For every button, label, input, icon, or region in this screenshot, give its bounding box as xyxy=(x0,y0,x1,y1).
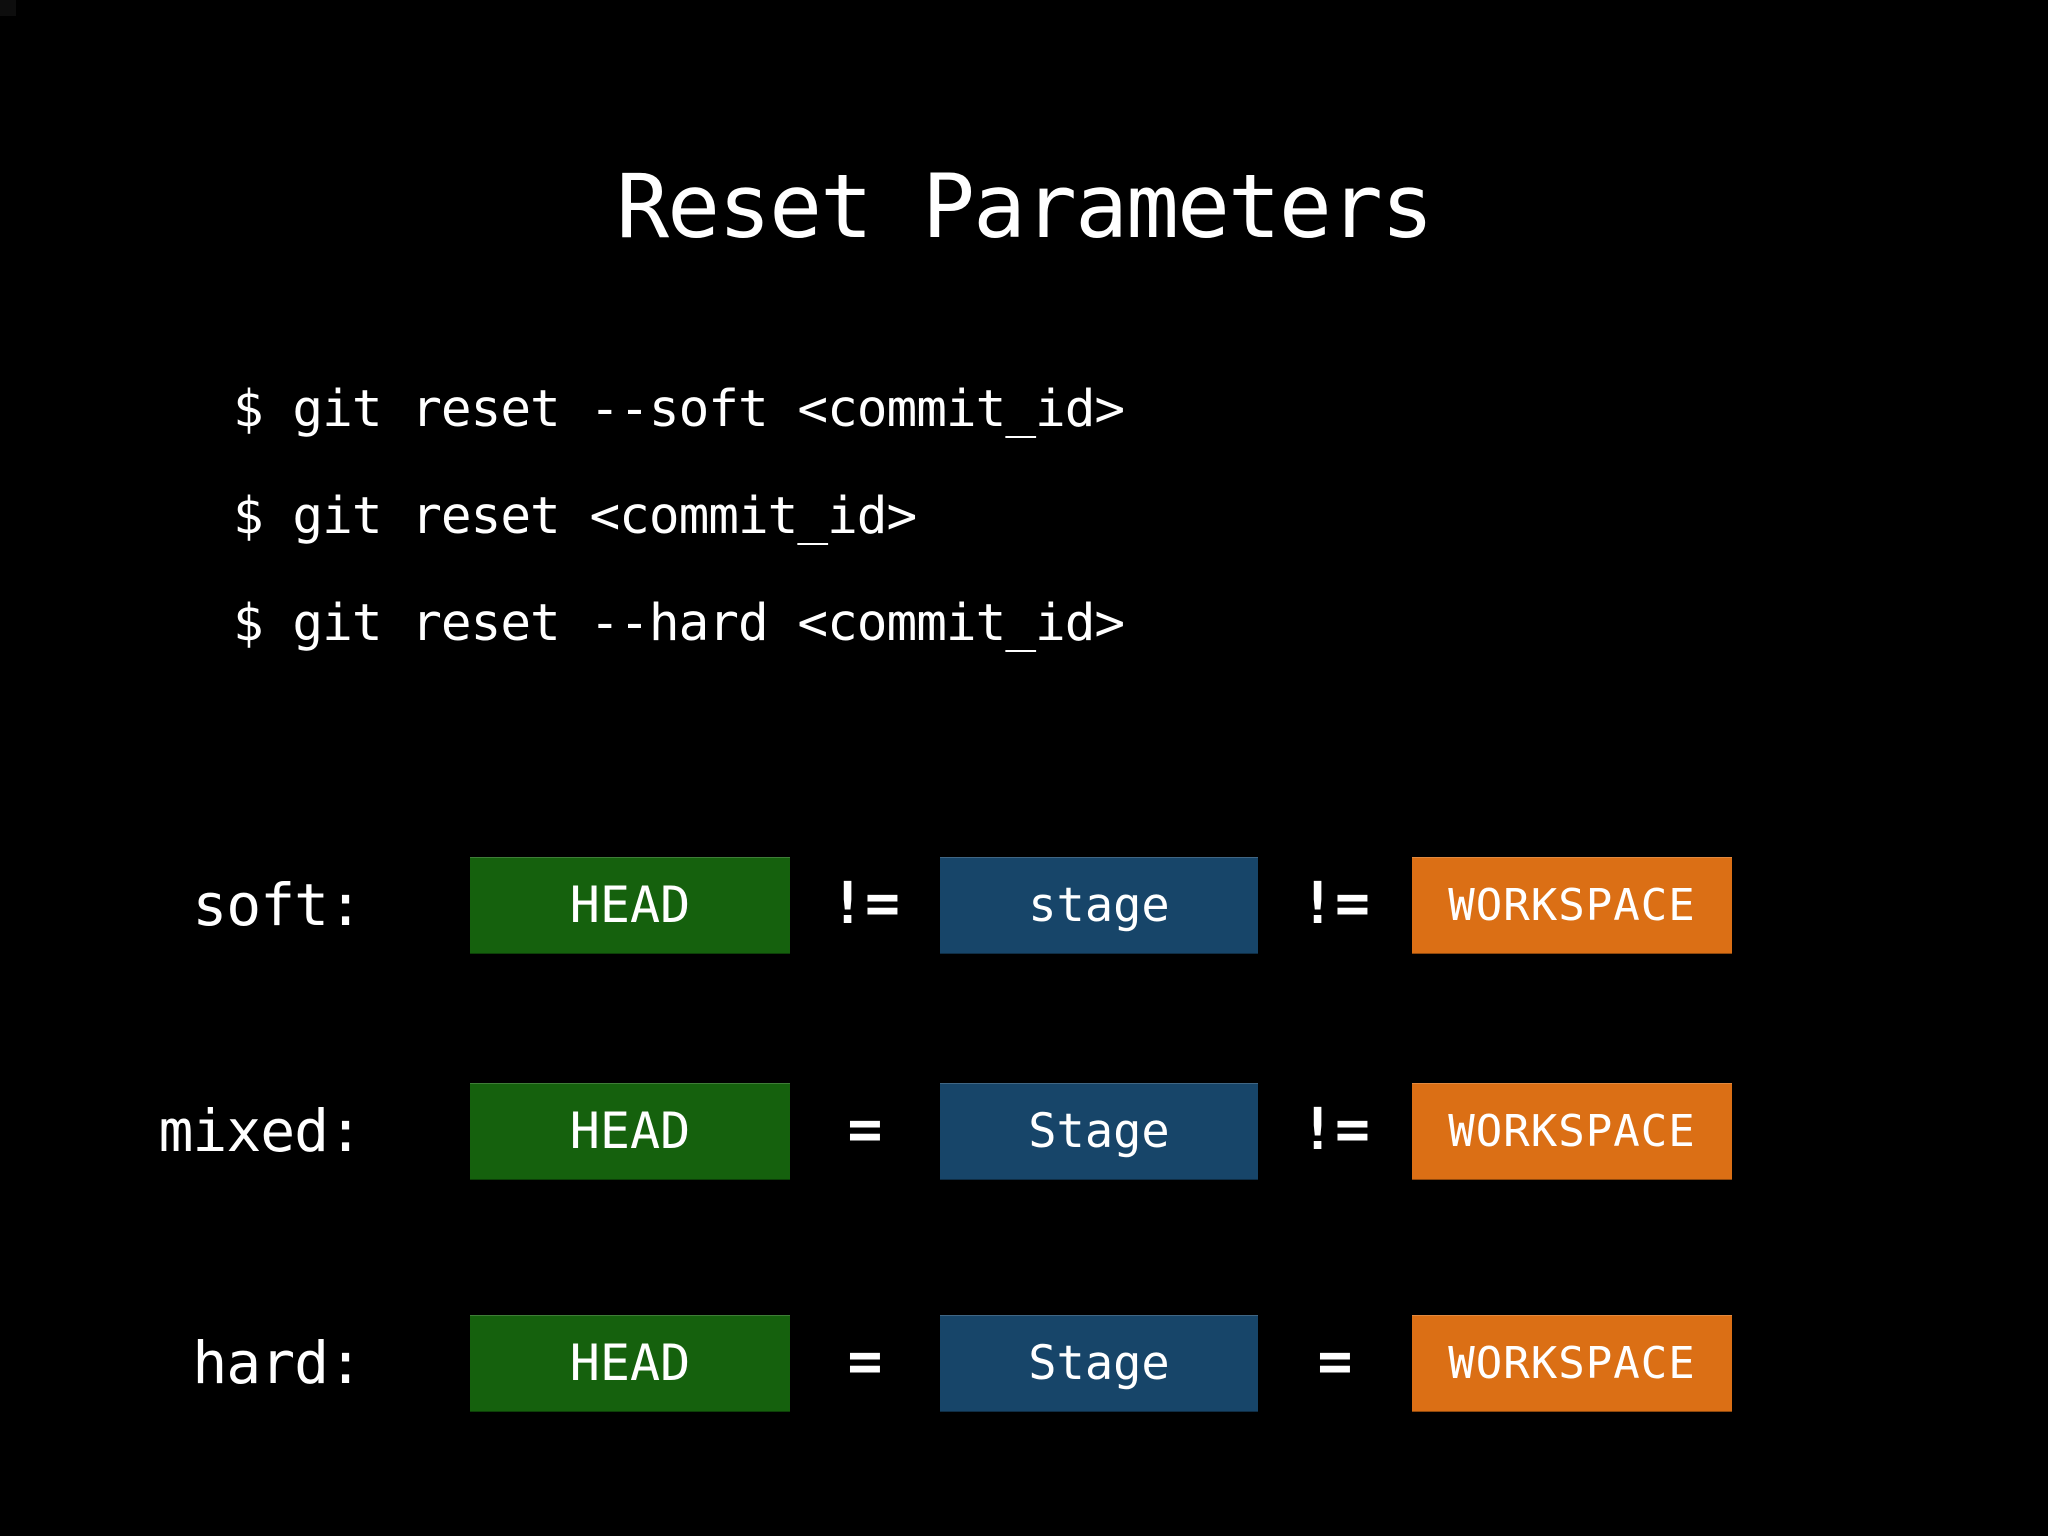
row-soft: soft: HEAD != stage != WORKSPACE xyxy=(0,857,2048,954)
page-title: Reset Parameters xyxy=(616,155,1434,258)
workspace-box: WORKSPACE xyxy=(1412,1083,1732,1180)
stage-box: Stage xyxy=(940,1315,1258,1412)
operator-head-stage: != xyxy=(830,869,900,937)
workspace-box: WORKSPACE xyxy=(1412,1315,1732,1412)
operator-stage-workspace: = xyxy=(1317,1327,1353,1395)
head-box: HEAD xyxy=(470,1315,790,1412)
head-box: HEAD xyxy=(470,857,790,954)
row-label-mixed: mixed: xyxy=(158,1097,363,1165)
stage-box: stage xyxy=(940,857,1258,954)
command-git-reset-mixed: $ git reset <commit_id> xyxy=(233,487,917,546)
operator-stage-workspace: != xyxy=(1300,869,1370,937)
operator-head-stage: = xyxy=(847,1327,883,1395)
stage-box: Stage xyxy=(940,1083,1258,1180)
corner-artifact xyxy=(0,0,16,16)
row-label-soft: soft: xyxy=(192,871,363,939)
operator-stage-workspace: != xyxy=(1300,1095,1370,1163)
workspace-box: WORKSPACE xyxy=(1412,857,1732,954)
row-label-hard: hard: xyxy=(192,1329,363,1397)
command-git-reset-hard: $ git reset --hard <commit_id> xyxy=(233,594,1125,653)
head-box: HEAD xyxy=(470,1083,790,1180)
row-mixed: mixed: HEAD = Stage != WORKSPACE xyxy=(0,1083,2048,1180)
operator-head-stage: = xyxy=(847,1095,883,1163)
row-hard: hard: HEAD = Stage = WORKSPACE xyxy=(0,1315,2048,1412)
command-git-reset-soft: $ git reset --soft <commit_id> xyxy=(233,380,1125,439)
command-list: $ git reset --soft <commit_id> $ git res… xyxy=(233,356,1125,677)
